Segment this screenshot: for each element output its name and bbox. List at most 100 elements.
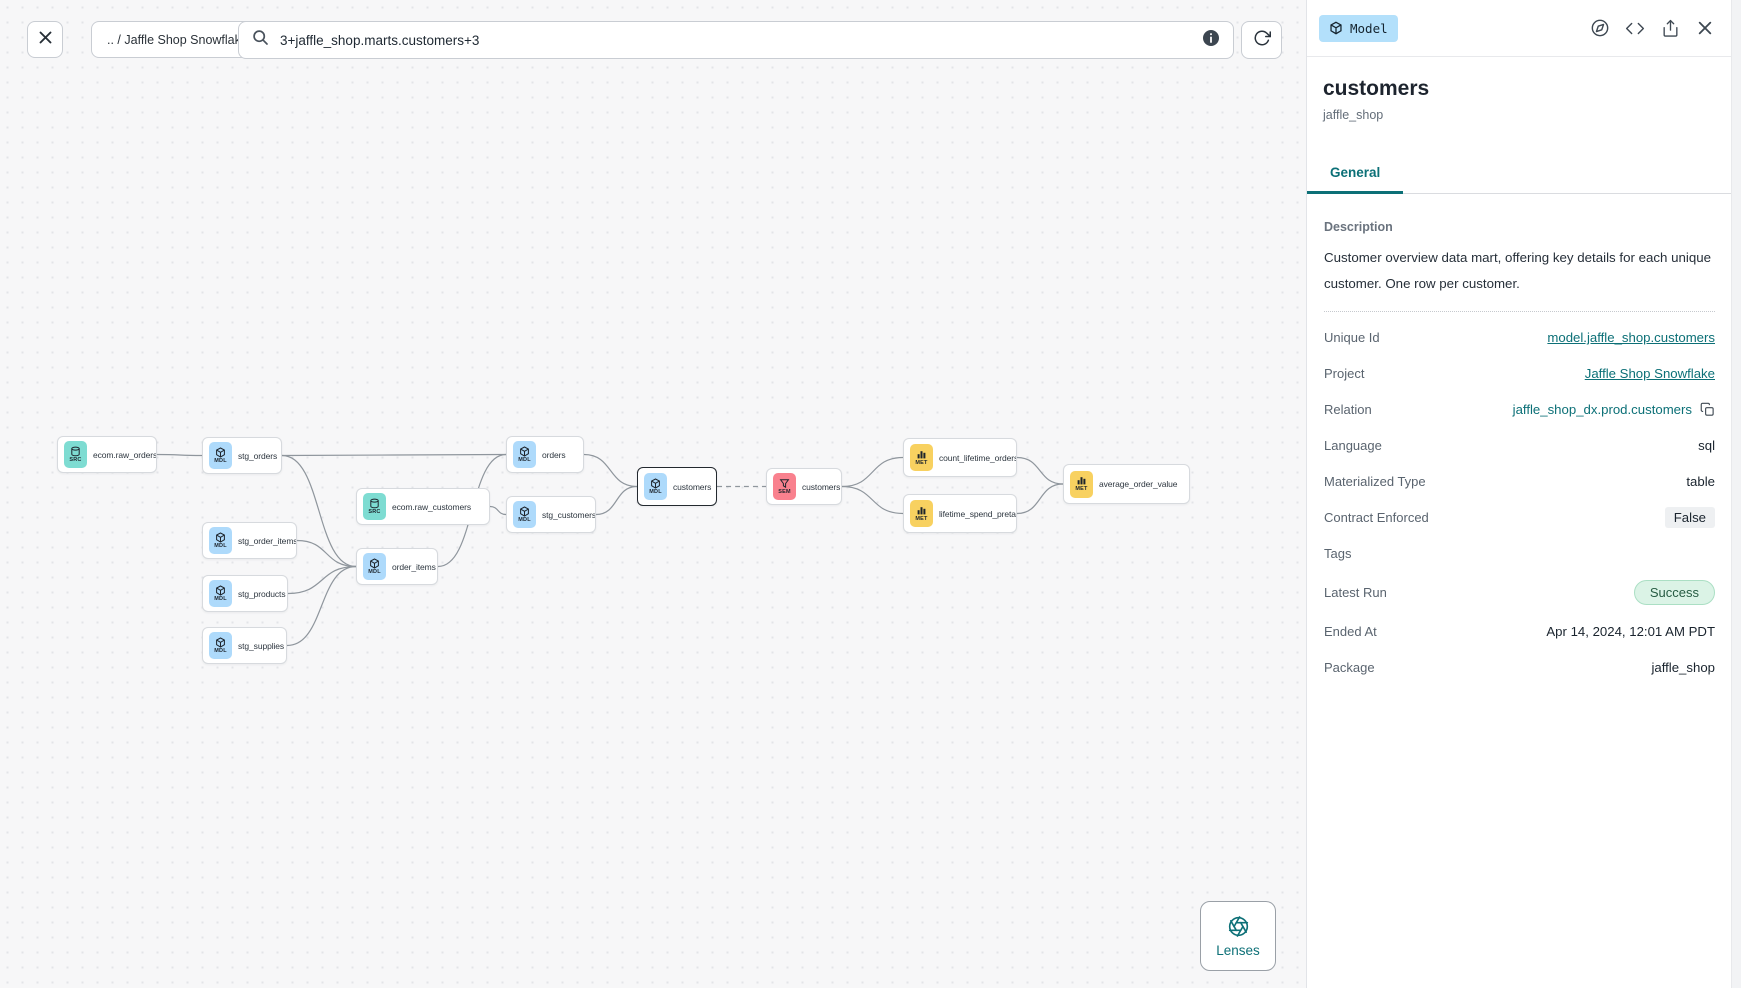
graph-edge-ecom_raw_orders-stg_orders xyxy=(156,453,203,457)
graph-edge-ecom_raw_customers-stg_customers xyxy=(489,505,507,516)
node-label: lifetime_spend_pretax xyxy=(939,508,1017,519)
node-label: customers xyxy=(673,481,712,492)
field-value[interactable]: model.jaffle_shop.customers xyxy=(1547,330,1715,346)
field-value: jaffle_shop_dx.prod.customers xyxy=(1513,402,1715,417)
breadcrumb-label: .. / Jaffle Shop Snowflake xyxy=(107,32,248,47)
field-row-tags: Tags xyxy=(1324,536,1715,572)
node-label: ecom.raw_customers xyxy=(392,501,471,512)
field-value: Apr 14, 2024, 12:01 AM PDT xyxy=(1546,624,1715,640)
tab-general[interactable]: General xyxy=(1307,153,1404,194)
resource-type-label: Model xyxy=(1350,20,1388,36)
field-label: Unique Id xyxy=(1324,330,1380,346)
graph-edge-stg_orders-order_items xyxy=(281,454,357,568)
graph-edge-customers_sem-count_lifetime_orders xyxy=(841,456,904,488)
metric-icon: MET xyxy=(1070,470,1093,498)
metric-icon: MET xyxy=(910,500,933,527)
model-icon: MDL xyxy=(513,441,536,468)
aperture-icon xyxy=(1227,915,1250,938)
close-panel-icon[interactable] xyxy=(1695,18,1715,38)
graph-edge-count_lifetime_orders-average_order_value xyxy=(1016,456,1064,485)
graph-node-count_lifetime_orders[interactable]: MET count_lifetime_orders xyxy=(903,438,1017,477)
field-value[interactable]: Jaffle Shop Snowflake xyxy=(1584,366,1715,382)
graph-node-lifetime_spend_pretax[interactable]: MET lifetime_spend_pretax xyxy=(903,494,1017,533)
graph-node-stg_customers[interactable]: MDL stg_customers xyxy=(506,496,596,533)
search-icon xyxy=(252,29,269,51)
field-row-unique-id: Unique Id model.jaffle_shop.customers xyxy=(1324,320,1715,356)
share-icon[interactable] xyxy=(1660,18,1680,38)
graph-edge-lifetime_spend_pretax-average_order_value xyxy=(1016,483,1064,515)
field-value: sql xyxy=(1698,438,1715,454)
graph-node-customers[interactable]: MDL customers xyxy=(637,467,717,506)
close-lineage-button[interactable] xyxy=(27,21,63,58)
model-icon: MDL xyxy=(363,553,386,580)
resource-type-badge: Model xyxy=(1319,14,1398,42)
details-panel-header: Model xyxy=(1307,0,1741,57)
node-label: stg_order_items xyxy=(238,535,297,546)
field-label: Relation xyxy=(1324,402,1372,418)
field-row-package: Package jaffle_shop xyxy=(1324,650,1715,686)
model-icon: MDL xyxy=(513,501,536,528)
description-section-label: Description xyxy=(1324,220,1393,234)
graph-edge-customers_sem-lifetime_spend_pretax xyxy=(841,485,904,515)
field-row-latest-run: Latest Run Success xyxy=(1324,572,1715,614)
graph-node-ecom_raw_customers[interactable]: SRC ecom.raw_customers xyxy=(356,488,490,525)
explore-compass-icon[interactable] xyxy=(1590,18,1610,38)
graph-node-ecom_raw_orders[interactable]: SRC ecom.raw_orders xyxy=(57,436,157,473)
copy-icon[interactable] xyxy=(1700,402,1715,417)
field-label: Package xyxy=(1324,660,1375,676)
field-value: False xyxy=(1664,507,1715,529)
field-label: Tags xyxy=(1324,546,1352,562)
panel-scrollbar[interactable] xyxy=(1731,0,1741,988)
refresh-icon xyxy=(1253,29,1271,52)
graph-node-stg_supplies[interactable]: MDL stg_supplies xyxy=(202,627,287,664)
model-icon: MDL xyxy=(209,580,232,607)
package-subtitle: jaffle_shop xyxy=(1323,108,1384,122)
graph-edge-stg_customers-customers xyxy=(595,485,638,516)
field-label: Language xyxy=(1324,438,1382,454)
field-value: table xyxy=(1686,474,1715,490)
field-label: Contract Enforced xyxy=(1324,510,1429,526)
field-row-relation: Relation jaffle_shop_dx.prod.customers xyxy=(1324,392,1715,428)
model-icon: MDL xyxy=(209,632,232,659)
semantic-model-icon: SEM xyxy=(773,473,796,500)
lineage-edges xyxy=(156,453,1064,647)
graph-edge-orders-customers xyxy=(583,453,638,488)
lenses-label: Lenses xyxy=(1216,942,1260,958)
page-title: customers xyxy=(1323,77,1430,100)
code-icon[interactable] xyxy=(1625,18,1645,38)
close-icon xyxy=(38,30,53,50)
status-badge: Success xyxy=(1633,580,1715,606)
source-icon: SRC xyxy=(64,441,87,468)
details-panel: Model customers jaffle_shop General Desc… xyxy=(1306,0,1741,988)
node-label: stg_supplies xyxy=(238,640,285,651)
search-input[interactable] xyxy=(278,31,1193,49)
field-value: jaffle_shop xyxy=(1651,660,1715,676)
graph-node-stg_order_items[interactable]: MDL stg_order_items xyxy=(202,522,297,559)
cube-icon xyxy=(1329,21,1343,35)
field-label: Latest Run xyxy=(1324,585,1387,601)
node-label: stg_customers xyxy=(542,509,596,520)
graph-node-stg_products[interactable]: MDL stg_products xyxy=(202,575,288,612)
graph-edge-stg_supplies-order_items xyxy=(286,565,357,647)
info-icon[interactable] xyxy=(1202,29,1220,52)
metric-icon: MET xyxy=(910,444,933,471)
source-icon: SRC xyxy=(363,493,386,520)
lenses-button[interactable]: Lenses xyxy=(1200,901,1276,971)
node-label: stg_products xyxy=(238,588,286,599)
lineage-search-bar[interactable] xyxy=(238,21,1234,59)
model-icon: MDL xyxy=(209,527,232,554)
model-icon: MDL xyxy=(644,473,667,500)
node-label: count_lifetime_orders xyxy=(939,452,1017,463)
node-label: stg_orders xyxy=(238,450,278,461)
node-label: ecom.raw_orders xyxy=(93,449,157,460)
refresh-button[interactable] xyxy=(1241,21,1282,59)
